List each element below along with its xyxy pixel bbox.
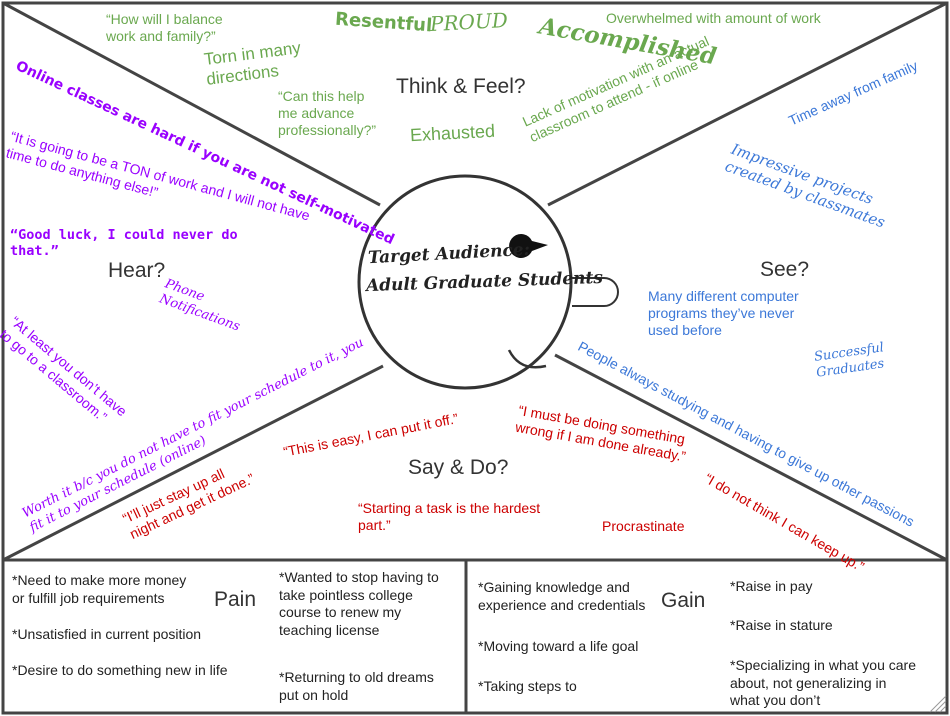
bottom-right-diagonal <box>554 353 948 562</box>
bottom-left-diagonal <box>2 364 384 562</box>
ear-shape <box>572 277 619 307</box>
note-starting: “Starting a task is the hardest part.” <box>358 500 541 533</box>
mouth-shape <box>507 349 547 369</box>
pain-item: *Wanted to stop having to take pointless… <box>279 569 439 638</box>
eye-shape <box>509 233 548 258</box>
top-right-diagonal <box>547 1 948 207</box>
pain-item: *Unsatisfied in current position <box>12 626 202 642</box>
note-overwhelmed: Overwhelmed with amount of work <box>606 10 821 26</box>
pain-title: Pain <box>214 588 257 611</box>
say-do-title: Say & Do? <box>408 456 509 479</box>
gain-item: *Raise in pay <box>730 578 813 594</box>
note-proud: PROUD <box>429 7 509 37</box>
gain-item: *Gaining knowledge and experience and cr… <box>478 579 646 613</box>
head-circle <box>357 174 573 390</box>
gain-title: Gain <box>661 589 706 612</box>
see-title: See? <box>760 258 810 281</box>
hear-title: Hear? <box>108 259 166 282</box>
note-balance: “How will I balance work and family?” <box>106 11 223 44</box>
gain-item: *Moving toward a life goal <box>478 638 639 654</box>
pain-item: *Returning to old dreams put on hold <box>279 669 434 703</box>
top-left-diagonal <box>2 1 381 207</box>
note-programs: Many different computer programs they’ve… <box>648 288 799 338</box>
gain-item: *Specializing in what you care about, no… <box>730 657 916 708</box>
think-feel-title: Think & Feel? <box>396 75 526 98</box>
note-exhausted: Exhausted <box>409 120 496 146</box>
gain-item: *Raise in stature <box>730 617 833 633</box>
corner-hatch <box>929 695 947 713</box>
note-good-luck: “Good luck, I could never do that.” <box>10 227 238 260</box>
note-advance: “Can this help me advance professionally… <box>278 88 377 138</box>
gain-item: *Taking steps to <box>478 678 577 694</box>
pain-item: *Need to make more money or fulfill job … <box>12 572 187 606</box>
pain-item: *Desire to do something new in life <box>12 662 228 678</box>
note-procrastinate: Procrastinate <box>602 518 685 534</box>
